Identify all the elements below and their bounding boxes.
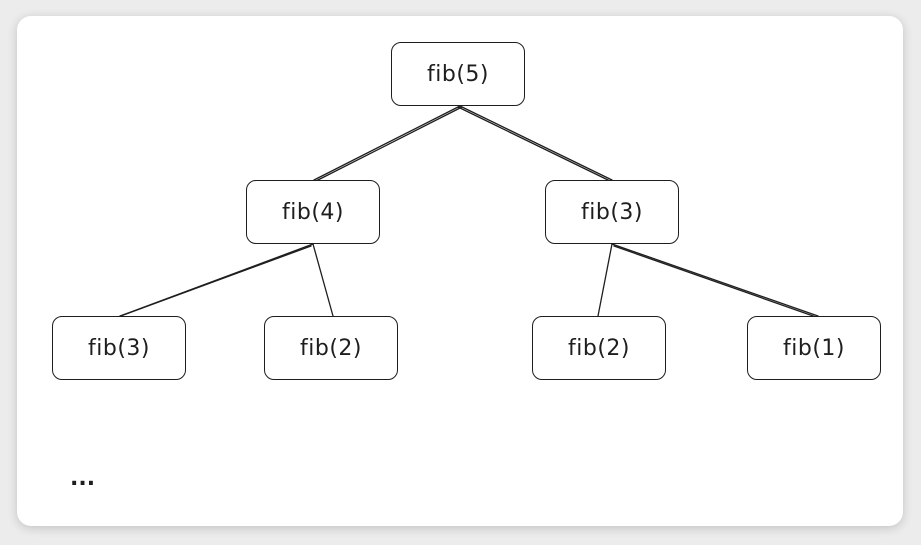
edge-root-l1 <box>313 105 461 181</box>
edge-r1-rr-sketch <box>613 245 817 318</box>
continuation-ellipsis: ... <box>70 466 96 491</box>
node-fib2-right[interactable]: fib(2) <box>532 316 666 380</box>
edge-r1-rr <box>611 243 819 317</box>
edge-l1-ll-sketch <box>117 245 312 318</box>
edge-l1-lr <box>312 243 334 317</box>
edge-root-r1 <box>459 105 613 181</box>
node-fib5-root[interactable]: fib(5) <box>391 42 525 106</box>
node-fib4[interactable]: fib(4) <box>246 180 380 244</box>
node-fib3-left[interactable]: fib(3) <box>52 316 186 380</box>
edge-root-l1-sketch <box>315 106 463 182</box>
node-fib3-right[interactable]: fib(3) <box>545 180 679 244</box>
edge-root-r1-sketch <box>457 106 611 182</box>
edge-r1-rl <box>597 243 613 317</box>
node-fib2-left[interactable]: fib(2) <box>264 316 398 380</box>
node-fib1[interactable]: fib(1) <box>747 316 881 380</box>
